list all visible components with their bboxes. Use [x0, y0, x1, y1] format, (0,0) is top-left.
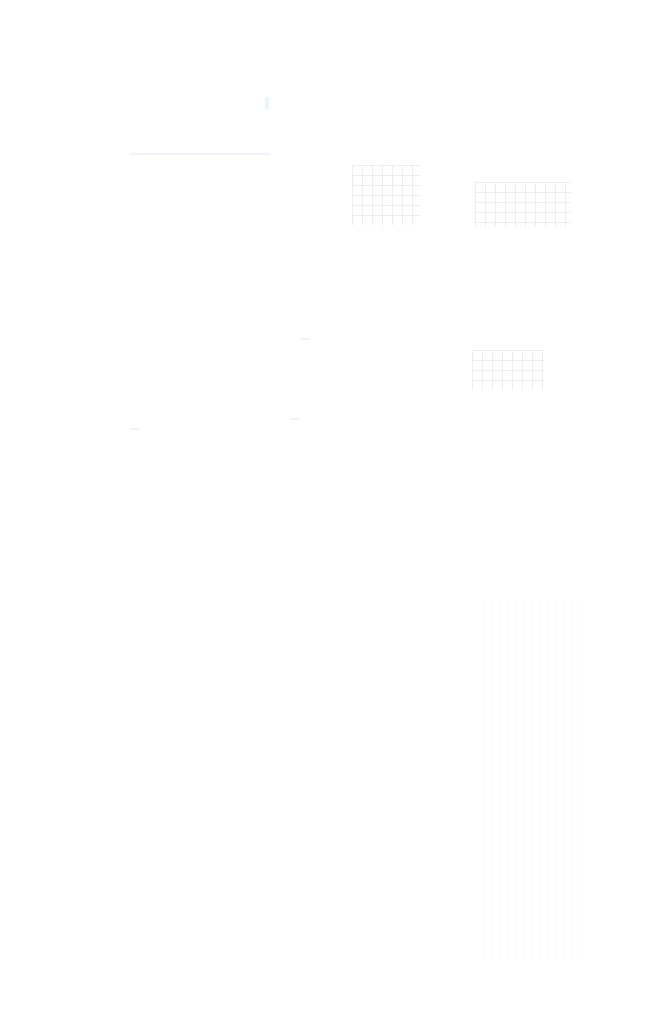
faint-dash	[290, 418, 300, 420]
faint-grid-pattern	[472, 350, 544, 390]
faint-grid-pattern	[475, 182, 571, 226]
faint-dash	[130, 428, 140, 430]
faint-dash	[300, 338, 310, 340]
faint-texture	[480, 600, 580, 960]
faint-grid-pattern	[352, 165, 420, 225]
faint-mark	[265, 97, 269, 109]
faint-underline	[130, 153, 270, 155]
